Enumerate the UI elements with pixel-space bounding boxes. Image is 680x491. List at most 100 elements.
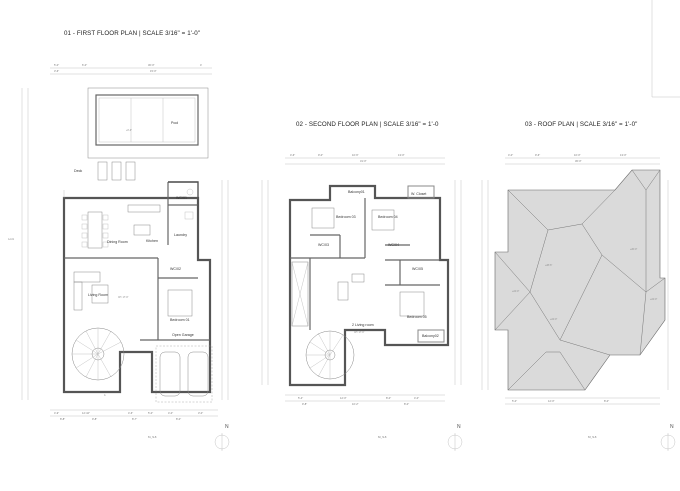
north-label-3: N (670, 424, 674, 430)
bedroom04-label: Bedroom 04 (378, 215, 398, 219)
svg-text:10'-0": 10'-0" (574, 153, 581, 157)
kitchen-label: Kitchen (146, 239, 158, 243)
second-floor-exterior-walls (288, 184, 450, 387)
living-room-label: Living Room (88, 293, 108, 297)
bedroom05-label: Bedroom 05 (407, 315, 427, 319)
roof-ridges-and-hips (494, 169, 666, 391)
north-label-2: N (457, 424, 461, 430)
roof-outline (494, 169, 666, 391)
svg-text:12'-10": 12'-10" (82, 411, 90, 415)
svg-text:+24'-0": +24'-0" (550, 319, 557, 321)
svg-text:15'-0": 15'-0" (150, 69, 157, 73)
svg-text:5'-0": 5'-0" (148, 411, 153, 415)
car-2 (187, 351, 209, 397)
second-floor-plan-title: 02 - SECOND FLOOR PLAN | SCALE 3/16" = 1… (296, 121, 439, 128)
svg-text:A-101: A-101 (8, 238, 15, 241)
svg-text:8'-0": 8'-0" (604, 399, 609, 403)
roof-plan: 4'-0" 9'-6" 10'-0" 13'-0" 36'-0" 5'-0" 12'-0… (481, 153, 676, 451)
svg-text:4'-9": 4'-9" (54, 411, 59, 415)
north-label-1: N (225, 424, 229, 430)
dining-table (87, 211, 103, 249)
svg-text:9'-0": 9'-0" (318, 153, 323, 157)
svg-text:6'-0": 6'-0" (82, 63, 87, 67)
second-floor-dimension-lines (261, 157, 462, 402)
first-floor-interior-walls (64, 181, 210, 341)
laundry-label: Laundry (174, 233, 187, 237)
svg-text:4'-6": 4'-6" (290, 153, 295, 157)
svg-text:31'-0": 31'-0" (360, 159, 367, 163)
car-1 (159, 351, 181, 397)
svg-text:30'-0": 30'-0" (148, 63, 155, 67)
svg-text:12'-0": 12'-0" (548, 399, 555, 403)
svg-text:9'-8": 9'-8" (302, 402, 307, 406)
svg-text:5'-0": 5'-0" (54, 63, 59, 67)
stair-treads (72, 328, 122, 380)
roof-dimension-lines (481, 157, 669, 405)
svg-text:5'-4": 5'-4" (298, 396, 303, 400)
svg-text:10'-2": 10'-2" (352, 402, 359, 406)
svg-text:3'-6": 3'-6" (54, 69, 59, 73)
svg-text:10'-6": 10'-6" (352, 153, 359, 157)
sheet-border (651, 0, 680, 98)
open-garage-label: Open Garage (172, 333, 194, 337)
svg-text:4'-0": 4'-0" (168, 411, 173, 415)
first-floor-plan: 5'-0" 6'-0" 30'-0" 4' 3'-6" 15'-0" 4'-9" 12'-… (8, 63, 230, 451)
roof-plan-title: 03 - ROOF PLAN | SCALE 3/16" = 1'-0" (525, 121, 637, 128)
svg-text:8'-0": 8'-0" (176, 417, 181, 421)
dining-room-label: Dining Room (107, 240, 128, 244)
svg-text:B2_SLB: B2_SLB (378, 437, 387, 439)
svg-text:+26'-0": +26'-0" (630, 249, 637, 251)
bedroom01-label: Bedroom 01 (170, 318, 190, 322)
svg-text:4'-6": 4'-6" (128, 411, 133, 415)
svg-text:13'-0": 13'-0" (398, 153, 405, 157)
svg-text:8'-0": 8'-0" (386, 396, 391, 400)
svg-text:+24'-0": +24'-0" (650, 299, 657, 301)
wc02-label: WC/02 (170, 267, 181, 271)
first-floor-plan-title: 01 - FIRST FLOOR PLAN | SCALE 3/16" = 1'… (64, 30, 200, 37)
w-closet-label: W. Closet (411, 192, 426, 196)
first-floor-dimension-text: 5'-0" 6'-0" 30'-0" 4' 3'-6" 15'-0" 4'-9" 12'-… (54, 63, 203, 421)
second-floor-plan: 4'-6" 9'-0" 10'-6" 13'-0" 31'-0" 5'-4" 12'-0… (261, 153, 463, 451)
coffee-table (91, 284, 109, 304)
svg-text:+24'-0": +24'-0" (512, 291, 519, 293)
svg-text:12'-0": 12'-0" (340, 396, 347, 400)
second-floor-dimension-text: 4'-6" 9'-0" 10'-6" 13'-0" 31'-0" 5'-4" 12'-0… (290, 153, 419, 406)
svg-text:9'-8": 9'-8" (92, 417, 97, 421)
balcony01-label: Balcony01 (348, 190, 365, 194)
deck-label: Deck (74, 169, 82, 173)
svg-text:8'-7": 8'-7" (132, 417, 137, 421)
svg-text:B1_SLB: B1_SLB (148, 437, 157, 439)
wc05-label: WC/05 (412, 267, 423, 271)
svg-text:9'-6": 9'-6" (535, 153, 540, 157)
pool-deck-outline (87, 87, 209, 159)
second-living-room-label: 2 Living room (352, 323, 374, 327)
svg-text:4'-0": 4'-0" (414, 396, 419, 400)
svg-text:36'-0": 36'-0" (575, 159, 582, 163)
wc03-label: WC/03 (318, 243, 329, 247)
bedroom03-label: Bedroom 03 (336, 215, 356, 219)
svg-text:B3_SLB: B3_SLB (588, 437, 597, 439)
bed-05 (399, 291, 425, 317)
balcony02-label: Balcony02 (422, 334, 439, 338)
svg-text:4'-0": 4'-0" (508, 153, 513, 157)
wc04-label: WC/04 (388, 243, 399, 247)
bed-01 (167, 289, 193, 317)
svg-text:4': 4' (200, 63, 202, 67)
svg-text:3'-0": 3'-0" (198, 411, 203, 415)
svg-text:CH: 17'-6": CH: 17'-6" (354, 332, 365, 334)
wc01-label: WC/01 (176, 196, 187, 200)
svg-text:8'-8": 8'-8" (60, 417, 65, 421)
bed-03 (311, 207, 335, 229)
sofa (73, 271, 101, 283)
pool-label: Pool (171, 121, 178, 125)
svg-text:CH: 17'-6": CH: 17'-6" (118, 297, 129, 299)
svg-text:+0'-0": +0'-0" (126, 130, 132, 132)
pool (95, 94, 199, 146)
svg-text:5'-0": 5'-0" (512, 399, 517, 403)
svg-text:A: A (104, 394, 106, 397)
first-floor-dimension-lines (21, 67, 229, 417)
svg-text:+28'-6": +28'-6" (545, 265, 552, 267)
second-floor-interior-walls (290, 198, 440, 330)
svg-text:13'-0": 13'-0" (620, 153, 627, 157)
svg-text:8'-0": 8'-0" (404, 402, 409, 406)
